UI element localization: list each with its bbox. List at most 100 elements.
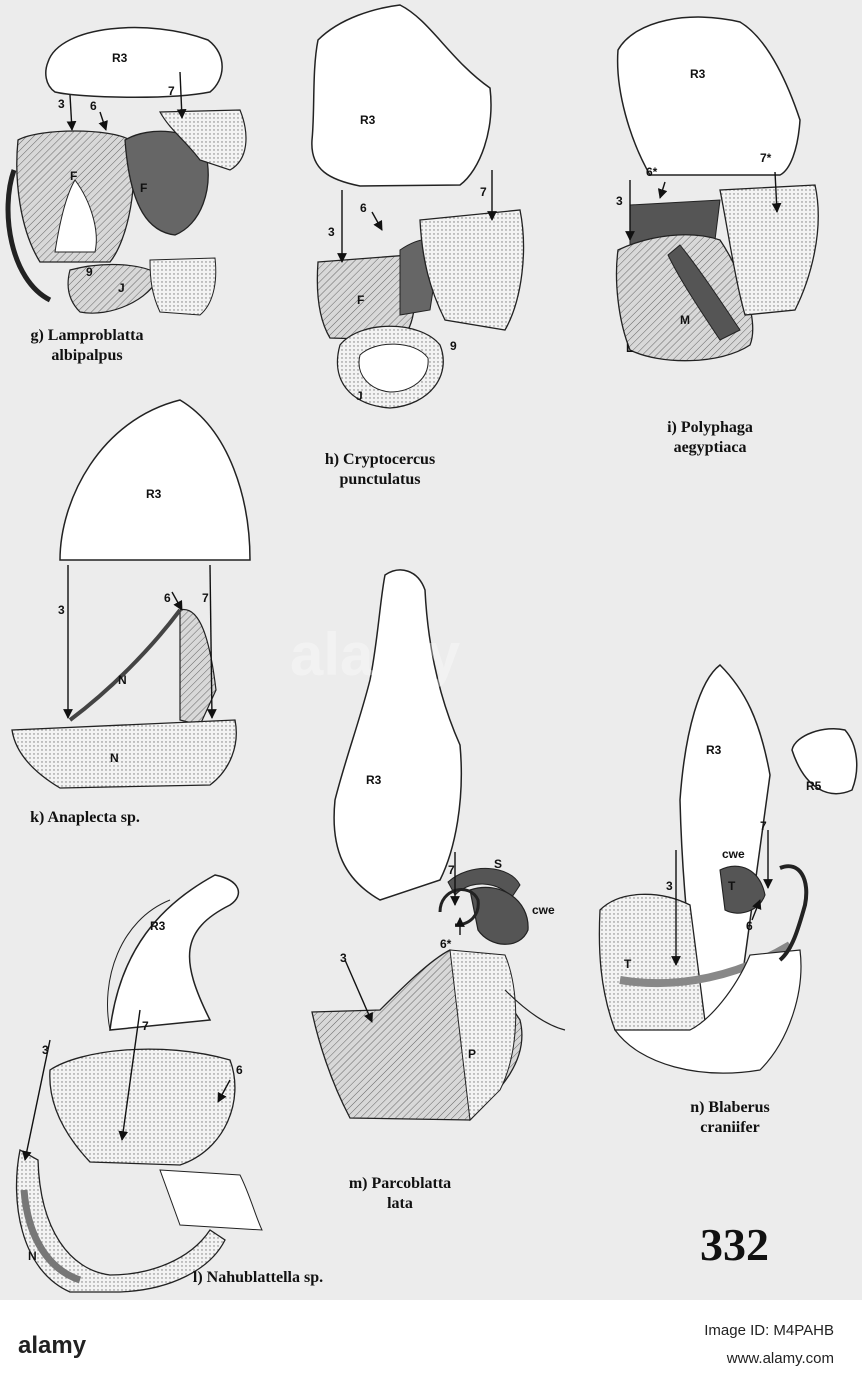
label-r3: R3 — [690, 67, 706, 81]
label-6: 6 — [236, 1063, 243, 1077]
panel-l: R3 3 6 7 N — [15, 874, 263, 1293]
sclerite-dotted-side — [449, 949, 517, 1122]
label-r3: R3 — [706, 743, 722, 757]
caption-k-line1: k) Anaplecta sp. — [30, 809, 140, 826]
arrow-3 — [344, 959, 373, 1023]
caption-n-line1: n) Blaberus — [690, 1099, 770, 1116]
label-r5: R5 — [806, 779, 822, 793]
image-id: Image ID: M4PAHB — [704, 1322, 834, 1339]
label-7: 7 — [168, 84, 175, 98]
caption-m: m) Parcoblatta lata — [330, 1174, 470, 1214]
caption-h-line2: punctulatus — [339, 471, 421, 488]
caption-i-line1: i) Polyphaga — [667, 419, 753, 436]
label-3: 3 — [42, 1043, 49, 1057]
sclerite-right-flap — [419, 209, 525, 331]
plate-number: 332 — [700, 1219, 769, 1270]
sclerite-n-band — [20, 1189, 82, 1284]
label-r3: R3 — [150, 919, 166, 933]
sclerite-s — [447, 868, 521, 898]
caption-l: l) Nahublattella sp. — [168, 1268, 348, 1288]
label-n: N — [110, 751, 119, 765]
label-t: T — [624, 957, 632, 971]
sclerite-lower-right — [149, 257, 217, 316]
label-cwe: cwe — [722, 847, 745, 861]
panel-m: R3 3 6* 7 S cwe P — [311, 569, 566, 1122]
caption-h: h) Cryptocercus punctulatus — [300, 450, 460, 490]
panel-n: R3 R5 3 6 7 cwe T T — [598, 664, 858, 1074]
sclerite-r3 — [333, 569, 463, 901]
panel-h: R3 3 6 7 F 9 J — [311, 4, 525, 409]
sclerite-dark-stripe — [667, 244, 741, 341]
label-6: 6 — [164, 591, 171, 605]
label-3: 3 — [58, 603, 65, 617]
caption-g-line1: g) Lamproblatta — [30, 327, 144, 344]
sclerite-cwe — [469, 886, 529, 945]
caption-l-line1: l) Nahublattella sp. — [192, 1269, 324, 1286]
label-j: J — [118, 281, 125, 295]
sclerite-ring-hole — [358, 343, 429, 393]
label-p: P — [468, 1047, 476, 1061]
panel-i: R3 3 6* 7* M L — [615, 16, 819, 362]
label-r3: R3 — [112, 51, 128, 65]
panel-g: R3 3 6 7 F F 9 J — [5, 26, 247, 316]
arrow-7s — [771, 171, 782, 213]
sclerite-n — [11, 719, 237, 789]
sclerite-loop — [438, 888, 480, 927]
arrow-6s — [657, 181, 668, 199]
label-7: 7 — [448, 863, 455, 877]
arrow-7 — [118, 1009, 141, 1141]
sclerite-ring — [5, 169, 52, 303]
arrow-6 — [217, 1079, 231, 1103]
arrow-7 — [206, 564, 217, 719]
label-7s: 7* — [760, 151, 772, 165]
caption-g: g) Lamproblatta albipalpus — [2, 326, 172, 366]
sclerite-n-wing — [179, 609, 217, 726]
sclerite-r3 — [311, 4, 492, 187]
label-r3: R3 — [360, 113, 376, 127]
sclerite-j — [67, 263, 161, 314]
label-f: F — [357, 293, 364, 307]
caption-g-line2: albipalpus — [51, 347, 123, 364]
sclerite-n-arc — [15, 1148, 226, 1293]
label-cwe: cwe — [532, 903, 555, 917]
sclerite-coil — [778, 864, 809, 962]
sclerite-n-stroke — [68, 608, 182, 722]
arrow-6 — [98, 111, 108, 131]
caption-m-line1: m) Parcoblatta — [348, 1175, 452, 1192]
arrow-3 — [66, 94, 77, 131]
sclerite-r3 — [109, 874, 240, 1031]
sclerite-right-lobe — [719, 184, 819, 316]
stock-url-link[interactable]: www.alamy.com — [726, 1350, 834, 1367]
label-3: 3 — [328, 225, 335, 239]
label-7: 7 — [142, 1019, 149, 1033]
label-r3: R3 — [146, 487, 162, 501]
label-m: M — [680, 313, 690, 327]
sclerite-flap — [159, 1169, 263, 1231]
label-6s: 6* — [646, 165, 658, 179]
sclerite-r3-inner — [107, 899, 171, 1031]
panel-k: R3 3 6 7 N N — [11, 399, 251, 789]
label-t: T — [728, 879, 736, 893]
sclerite-r5 — [791, 728, 858, 795]
figure-plate: R3 3 6 7 F F 9 J R3 3 6 7 F 9 J — [0, 0, 862, 1300]
label-7: 7 — [480, 185, 487, 199]
arrow-6 — [751, 899, 762, 921]
label-7: 7 — [202, 591, 209, 605]
caption-i: i) Polyphaga aegyptiaca — [620, 418, 800, 458]
label-9: 9 — [450, 339, 457, 353]
label-n: N — [118, 673, 127, 687]
sclerite-r3 — [616, 16, 801, 176]
label-6s: 6* — [440, 937, 452, 951]
sclerite-r3 — [45, 26, 223, 99]
arrow-3 — [22, 1039, 51, 1161]
label-3: 3 — [340, 951, 347, 965]
label-6: 6 — [360, 201, 367, 215]
label-f: F — [70, 169, 77, 183]
label-7: 7 — [760, 819, 767, 833]
label-3: 3 — [666, 879, 673, 893]
arrow-6 — [171, 591, 183, 611]
caption-m-line2: lata — [387, 1195, 413, 1212]
alamy-logo[interactable]: alamy — [18, 1332, 87, 1359]
label-9: 9 — [86, 265, 93, 279]
caption-h-line1: h) Cryptocercus — [324, 451, 436, 468]
